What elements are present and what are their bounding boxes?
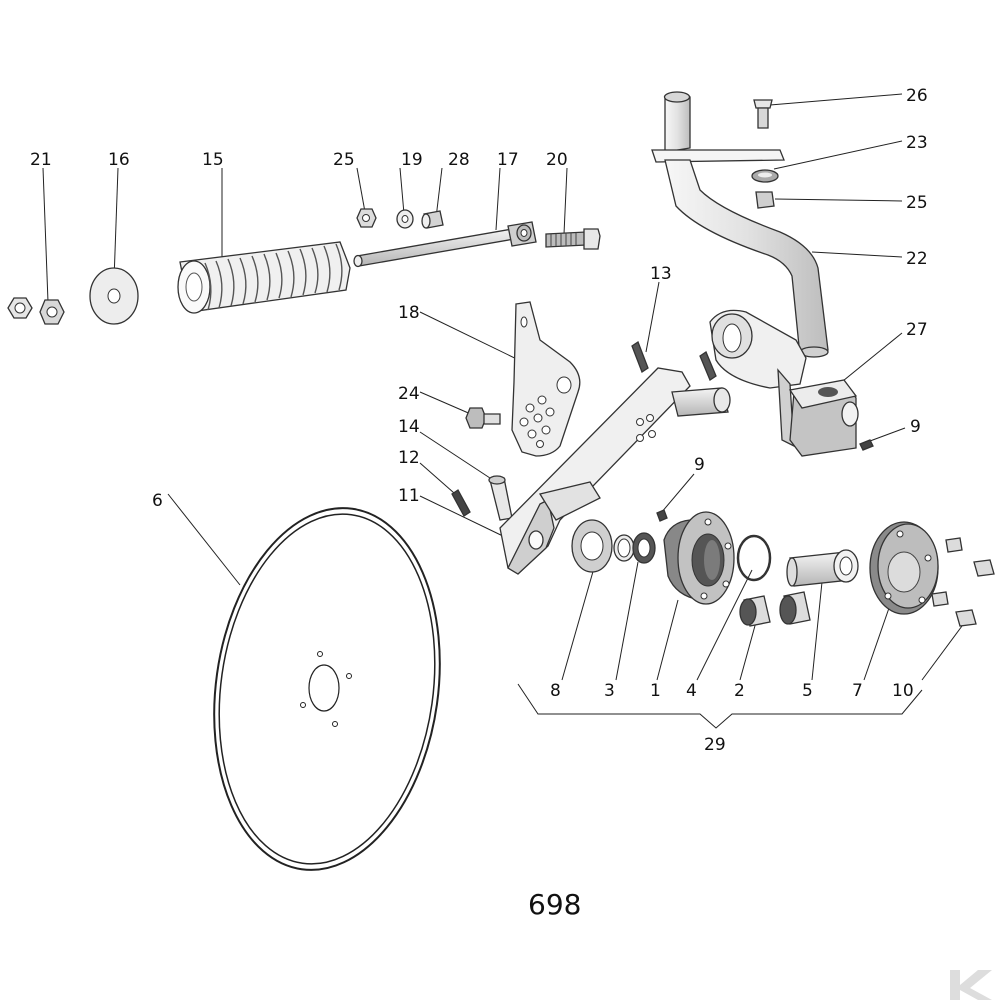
nut-part-21 (7, 297, 65, 325)
nut-part-25-left (356, 208, 377, 228)
callout-5: 5 (802, 681, 813, 701)
bolt-part-10 (931, 537, 995, 627)
tube-part-22 (651, 91, 829, 358)
callout-22: 22 (906, 249, 928, 269)
callout-20: 20 (546, 150, 568, 170)
pin-part-14 (488, 475, 513, 521)
bolt-part-24 (465, 407, 501, 429)
callout-labels: 21 16 15 25 19 28 17 20 26 23 25 22 27 9… (30, 86, 928, 921)
callout-12: 12 (398, 448, 420, 468)
screw-part-9-right (859, 439, 874, 451)
seal-part-8 (571, 519, 613, 573)
callout-29: 29 (704, 735, 726, 755)
axle-part-5 (786, 549, 859, 587)
callout-24: 24 (398, 384, 420, 404)
callout-18: 18 (398, 303, 420, 323)
ring-part-3 (613, 532, 656, 564)
callout-7: 7 (852, 681, 863, 701)
washer-part-19 (396, 209, 414, 229)
callout-28: 28 (448, 150, 470, 170)
disc-part-6 (213, 507, 441, 871)
drawing-number: 698 (528, 888, 581, 921)
nut-part-25-right (755, 191, 775, 209)
cap-part-7 (869, 521, 939, 615)
brand-logo (950, 970, 992, 1000)
callout-9-mid: 9 (694, 455, 705, 475)
callout-19: 19 (401, 150, 423, 170)
callout-27: 27 (906, 320, 928, 340)
hub-part-1 (663, 511, 735, 605)
callout-1: 1 (650, 681, 661, 701)
callout-9-right: 9 (910, 417, 921, 437)
bushing-part-28 (421, 210, 444, 229)
bolt-part-20 (545, 228, 601, 250)
callout-8: 8 (550, 681, 561, 701)
arm-part-11 (499, 367, 731, 575)
plate-part-18 (511, 301, 581, 457)
rod-part-17 (353, 221, 537, 268)
callout-17: 17 (497, 150, 519, 170)
callout-15: 15 (202, 150, 224, 170)
screw-part-9-mid (656, 509, 668, 522)
callout-13: 13 (650, 264, 672, 284)
bearing-part-2 (739, 591, 811, 627)
pin-part-26 (753, 99, 773, 129)
callout-4: 4 (686, 681, 697, 701)
leader-lines (42, 93, 963, 729)
callout-6: 6 (152, 491, 163, 511)
callout-25-left: 25 (333, 150, 355, 170)
washer-part-16 (89, 267, 139, 325)
callout-23: 23 (906, 133, 928, 153)
pin-part-12 (451, 489, 471, 517)
oring-part-4 (736, 534, 772, 582)
callout-2: 2 (734, 681, 745, 701)
callout-25-right: 25 (906, 193, 928, 213)
callout-21: 21 (30, 150, 52, 170)
bracket-part-27 (709, 309, 859, 457)
callout-3: 3 (604, 681, 615, 701)
callout-26: 26 (906, 86, 928, 106)
washer-part-23 (751, 169, 779, 183)
callout-16: 16 (108, 150, 130, 170)
callout-11: 11 (398, 486, 420, 506)
spring-part-15 (177, 241, 351, 314)
pin-part-13 (631, 341, 717, 381)
callout-10: 10 (892, 681, 914, 701)
callout-14: 14 (398, 417, 420, 437)
